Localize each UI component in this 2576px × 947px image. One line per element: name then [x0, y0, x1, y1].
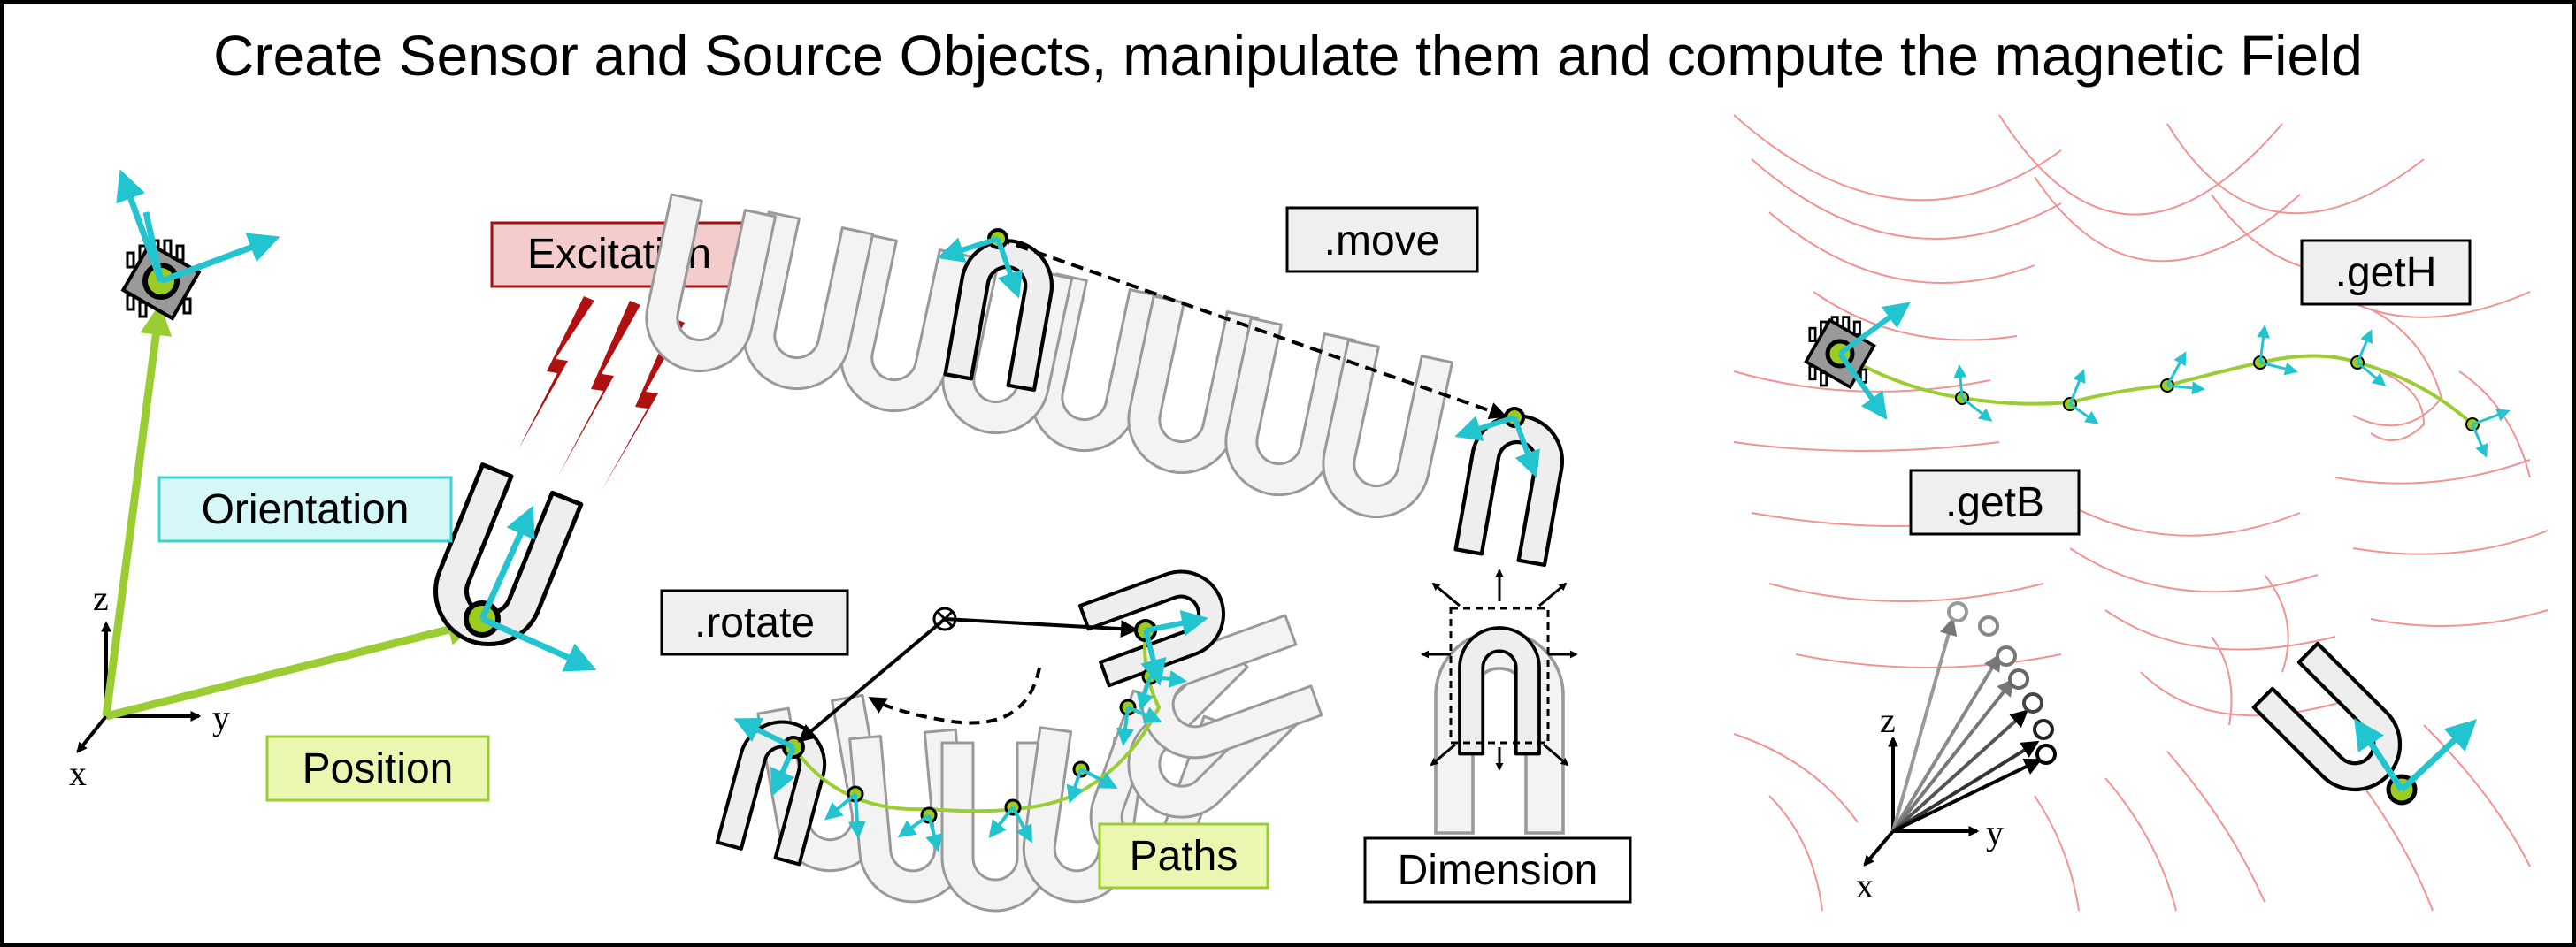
rotate-start-arrow-2	[770, 745, 796, 797]
move-label-box	[1285, 206, 1479, 273]
sensor-path-dots	[1955, 355, 2480, 431]
sensor-path-arrows	[1953, 325, 2511, 458]
position-vector-magnet	[104, 614, 479, 721]
axis-y-label: y	[212, 698, 230, 737]
move-dashed-arrow	[997, 237, 1507, 420]
rotate-end-arrow-2	[1140, 630, 1167, 686]
getH-label-box	[2300, 239, 2472, 306]
axis-y-label-right: y	[1986, 813, 2004, 852]
paths-label: Paths	[1130, 833, 1238, 880]
move-start-arrow-1	[937, 236, 999, 263]
sensor-axis-arrow-3	[142, 211, 165, 282]
field-sensor-arrow-1	[1838, 302, 1911, 356]
rotate-arm-to-end	[944, 617, 1138, 638]
getB-label: .getB	[1945, 479, 2044, 526]
orientation-label-box	[157, 476, 453, 543]
axis-x-label: x	[69, 753, 87, 793]
axis-z-label: z	[93, 578, 109, 618]
move-start-arrow-2	[995, 237, 1024, 299]
sensor-axis-arrow-2	[159, 233, 280, 285]
orientation-label: Orientation	[202, 486, 410, 533]
paths-label-box	[1098, 822, 1269, 890]
axis-z-label-right: z	[1880, 700, 1896, 740]
panel-basic-objects: z y x Excitation Orientation	[69, 169, 748, 802]
position-label-box	[265, 735, 490, 802]
rotate-end-arrow-1	[1145, 609, 1208, 637]
position-vector-sensor	[102, 302, 172, 717]
position-label: Position	[303, 745, 454, 792]
rotate-label: .rotate	[694, 600, 815, 646]
excitation-label-box	[490, 221, 748, 288]
rotate-start-arrow-1	[733, 717, 795, 750]
magnet-axis-arrow-1	[479, 505, 535, 621]
panel-manipulation: .move	[635, 193, 1632, 913]
move-label: .move	[1324, 218, 1440, 264]
field-magnet-arrow-2	[2399, 719, 2478, 792]
field-magnet-arrow-1	[2354, 718, 2404, 791]
field-lines	[1733, 114, 2549, 912]
dimension-magnet-icon	[1458, 626, 1541, 756]
paths-arrows	[824, 669, 1187, 852]
lightning-icon	[518, 296, 685, 491]
dimension-arrows	[1421, 569, 1578, 771]
page-title: Create Sensor and Source Objects, manipu…	[213, 24, 2363, 88]
getH-label: .getH	[2335, 249, 2437, 296]
panel-field: .getH .getB z y x	[1733, 114, 2549, 912]
rotate-label-box	[660, 589, 849, 656]
coordinate-axes-right	[1863, 736, 1980, 867]
rotate-arm-to-start	[797, 617, 947, 743]
magnet-axis-arrow-2	[480, 615, 597, 672]
axis-x-label-right: x	[1856, 866, 1874, 905]
coordinate-axes-left	[76, 621, 202, 753]
rotate-angle-arc	[868, 667, 1041, 725]
dimension-label-box	[1363, 836, 1632, 904]
dimension-label: Dimension	[1398, 847, 1598, 894]
field-vector-tips	[1947, 601, 2057, 765]
dimension-dashed-bbox	[1449, 607, 1550, 745]
field-vectors	[1891, 617, 2043, 833]
move-end-arrow-2	[1512, 416, 1540, 478]
dimension-outer-magnet-icon	[1434, 630, 1565, 835]
move-end-arrow-1	[1454, 415, 1515, 441]
getB-label-box	[1909, 469, 2081, 536]
field-sensor-arrow-2	[1837, 352, 1888, 420]
